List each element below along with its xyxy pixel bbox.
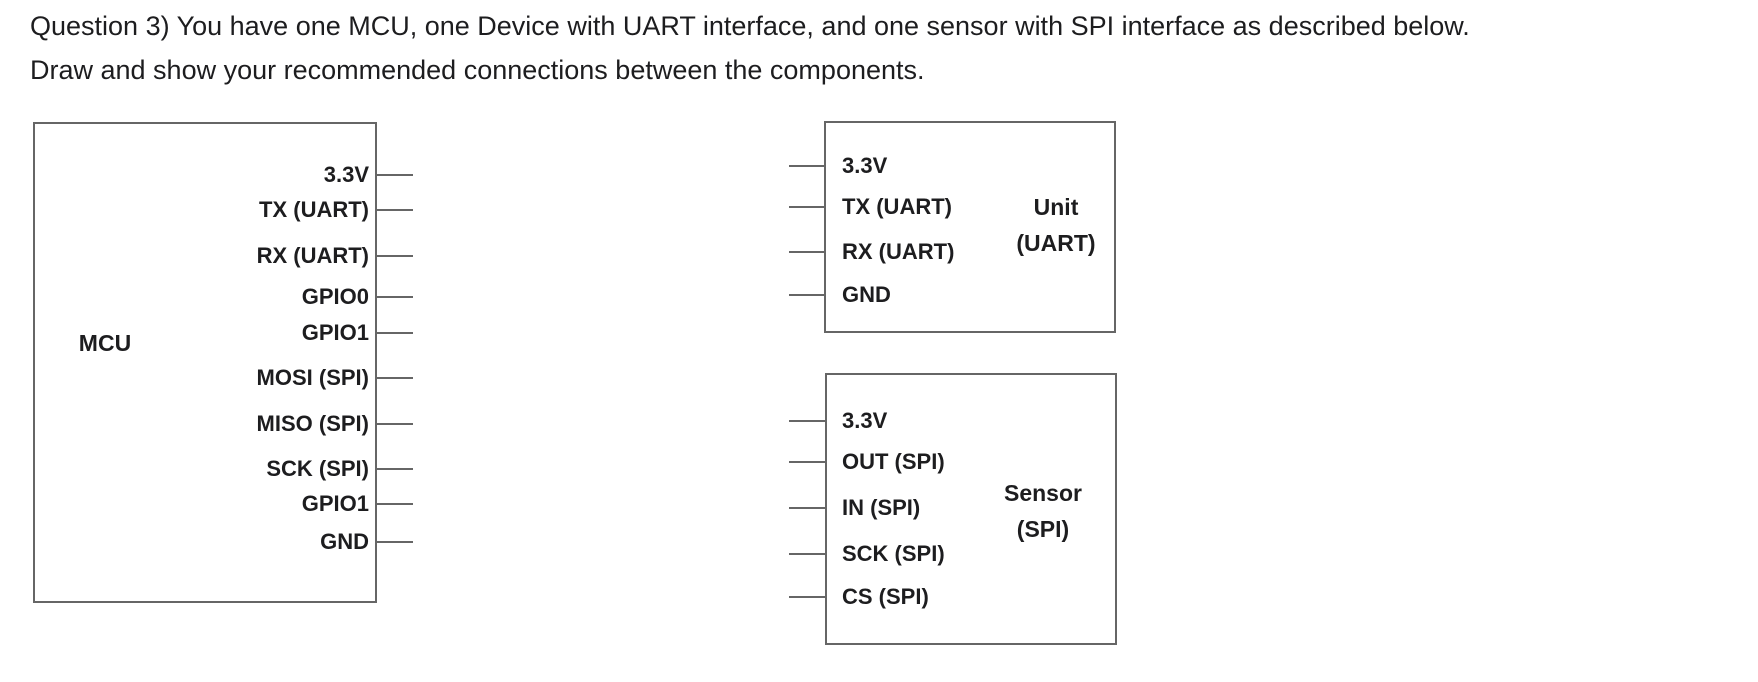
uart-unit-pin-label-rx-uart: RX (UART)	[842, 239, 955, 264]
mcu-pin-label-gpio0: GPIO0	[301, 284, 369, 309]
mcu-pin-sck-spi: SCK (SPI)	[40, 455, 413, 483]
pin-stub-line	[789, 165, 825, 167]
pin-stub-line	[377, 377, 413, 379]
mcu-pin-label-miso-spi: MISO (SPI)	[256, 411, 369, 436]
uart-unit-label-line2: (UART)	[1016, 230, 1096, 256]
uart-unit-label-line1: Unit	[1033, 194, 1079, 220]
spi-sensor-pin-out-spi: OUT (SPI)	[789, 448, 945, 476]
mcu-pin-gpio1: GPIO1	[40, 319, 413, 347]
spi-sensor-label-line2: (SPI)	[1016, 516, 1070, 542]
spi-sensor-box	[825, 373, 1117, 645]
mcu-pin-label-gnd: GND	[320, 529, 369, 554]
spi-sensor-label-line1: Sensor	[1004, 480, 1082, 506]
uart-unit-pin-label-tx-uart: TX (UART)	[842, 194, 952, 219]
spi-sensor-pin-label-out-spi: OUT (SPI)	[842, 449, 945, 474]
mcu-pin-rx-uart: RX (UART)	[40, 242, 413, 270]
uart-unit-pin-label-gnd: GND	[842, 282, 891, 307]
spi-sensor-pin-3v3: 3.3V	[789, 407, 887, 435]
spi-sensor-label: Sensor (SPI)	[983, 475, 1103, 547]
mcu-pin-miso-spi: MISO (SPI)	[40, 410, 413, 438]
mcu-pin-gnd: GND	[40, 528, 413, 556]
mcu-pin-tx-uart: TX (UART)	[40, 196, 413, 224]
mcu-pin-label-rx-uart: RX (UART)	[256, 243, 369, 268]
spi-sensor-pin-label-3v3: 3.3V	[842, 408, 888, 433]
question-line-2: Draw and show your recommended connectio…	[30, 55, 925, 85]
mcu-pin-label-gpio1-b: GPIO1	[301, 491, 369, 516]
uart-unit-pin-tx-uart: TX (UART)	[789, 193, 952, 221]
spi-sensor-pin-label-in-spi: IN (SPI)	[842, 495, 921, 520]
spi-sensor-pin-sck-spi: SCK (SPI)	[789, 540, 945, 568]
question-text: Question 3) You have one MCU, one Device…	[30, 4, 1740, 92]
pin-stub-line	[377, 541, 413, 543]
spi-sensor-pin-label-cs-spi: CS (SPI)	[842, 584, 929, 609]
pin-stub-line	[789, 596, 825, 598]
pin-stub-line	[377, 332, 413, 334]
pin-stub-line	[789, 507, 825, 509]
mcu-pin-gpio0: GPIO0	[40, 283, 413, 311]
pin-stub-line	[377, 209, 413, 211]
pin-stub-line	[377, 503, 413, 505]
mcu-box	[33, 122, 377, 603]
pin-stub-line	[377, 423, 413, 425]
pin-stub-line	[377, 468, 413, 470]
uart-unit-pin-gnd: GND	[789, 281, 891, 309]
pin-stub-line	[377, 296, 413, 298]
spi-sensor-pin-cs-spi: CS (SPI)	[789, 583, 929, 611]
mcu-pin-label-3v3: 3.3V	[323, 162, 369, 187]
uart-unit-box	[824, 121, 1116, 333]
pin-stub-line	[789, 206, 825, 208]
mcu-label: MCU	[78, 330, 132, 356]
uart-unit-label: Unit (UART)	[996, 189, 1116, 261]
pin-stub-line	[789, 461, 825, 463]
mcu-pin-label-sck-spi: SCK (SPI)	[266, 456, 369, 481]
pin-stub-line	[789, 294, 825, 296]
mcu-pin-label-tx-uart: TX (UART)	[259, 197, 369, 222]
pin-stub-line	[789, 251, 825, 253]
question-line-1: Question 3) You have one MCU, one Device…	[30, 11, 1470, 41]
mcu-pin-gpio1-b: GPIO1	[40, 490, 413, 518]
spi-sensor-pin-in-spi: IN (SPI)	[789, 494, 920, 522]
uart-unit-pin-rx-uart: RX (UART)	[789, 238, 954, 266]
mcu-pin-label-gpio1: GPIO1	[301, 320, 369, 345]
spi-sensor-pin-label-sck-spi: SCK (SPI)	[842, 541, 945, 566]
uart-unit-pin-3v3: 3.3V	[789, 152, 887, 180]
pin-stub-line	[789, 420, 825, 422]
mcu-pin-label-mosi-spi: MOSI (SPI)	[256, 365, 369, 390]
pin-stub-line	[377, 174, 413, 176]
mcu-pin-mosi-spi: MOSI (SPI)	[40, 364, 413, 392]
uart-unit-pin-label-3v3: 3.3V	[842, 153, 888, 178]
pin-stub-line	[789, 553, 825, 555]
mcu-pin-3v3: 3.3V	[40, 161, 413, 189]
pin-stub-line	[377, 255, 413, 257]
